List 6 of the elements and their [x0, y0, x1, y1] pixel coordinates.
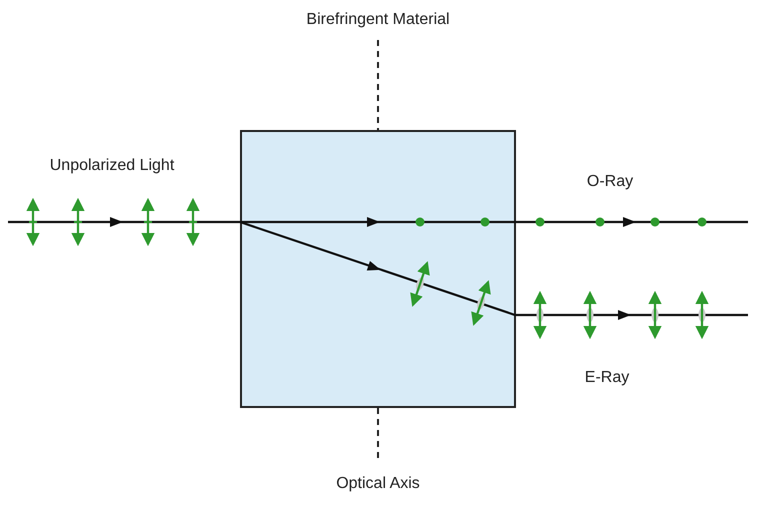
text-label: Birefringent Material: [306, 11, 450, 29]
text-label: Optical Axis: [336, 475, 420, 493]
crystal-block: [240, 130, 516, 408]
text-label: O-Ray: [586, 173, 634, 191]
text-label: Unpolarized Light: [50, 157, 174, 175]
text-label: E-Ray: [584, 369, 630, 387]
